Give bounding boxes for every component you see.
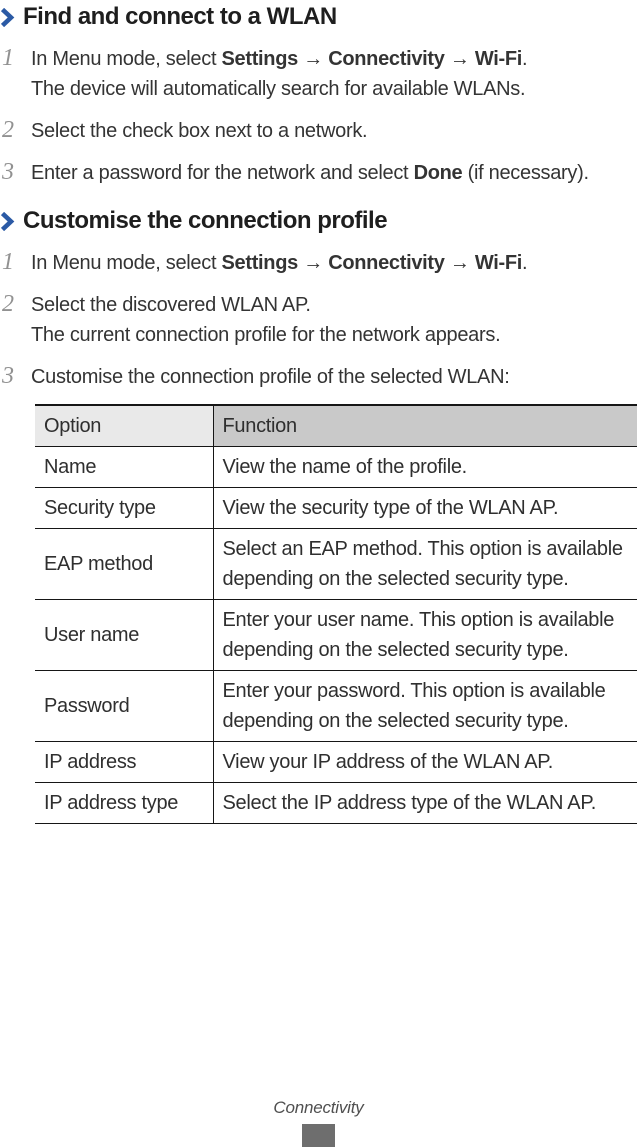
step-number: 2 (2, 291, 14, 317)
table-header-option: Option (35, 404, 214, 447)
table-row: Password Enter your password. This optio… (35, 670, 637, 742)
table-cell-option: Security type (35, 487, 214, 529)
step-item: 2 Select the discovered WLAN AP. The curr… (0, 290, 637, 350)
table-row: EAP method Select an EAP method. This op… (35, 528, 637, 600)
table-row: IP address View your IP address of the W… (35, 741, 637, 783)
step-number: 1 (2, 45, 14, 71)
page-content: Find and connect to a WLAN 1 In Menu mod… (0, 2, 637, 824)
footer-chapter-label: Connectivity (273, 1098, 364, 1117)
page-number-tab (302, 1124, 335, 1147)
options-table: Option Function Name View the name of th… (35, 404, 637, 824)
step-item: 1 In Menu mode, select Settings → Connec… (0, 248, 637, 278)
options-table-body: Name View the name of the profile. Secur… (35, 446, 637, 824)
step-item: 1 In Menu mode, select Settings → Connec… (0, 44, 637, 104)
table-cell-function: Enter your password. This option is avai… (213, 670, 637, 742)
options-table-head: Option Function (35, 404, 637, 447)
table-header-row: Option Function (35, 404, 637, 447)
step-text: Enter a password for the network and sel… (31, 158, 635, 188)
section-heading-label: Find and connect to a WLAN (23, 3, 337, 30)
step-text: In Menu mode, select Settings → Connecti… (31, 44, 635, 104)
step-line: The device will automatically search for… (31, 78, 526, 100)
steps: 1 In Menu mode, select Settings → Connec… (0, 248, 637, 392)
chevron-right-icon (0, 211, 15, 231)
step-item: 2 Select the check box next to a network… (0, 116, 637, 146)
step-line: Enter a password for the network and sel… (31, 162, 589, 184)
step-item: 3 Customise the connection profile of th… (0, 362, 637, 392)
section-heading: Find and connect to a WLAN (0, 2, 637, 32)
step-line: In Menu mode, select Settings → Connecti… (31, 252, 528, 274)
step-number: 3 (2, 363, 14, 389)
table-row: IP address type Select the IP address ty… (35, 782, 637, 824)
table-row: User name Enter your user name. This opt… (35, 599, 637, 671)
steps: 1 In Menu mode, select Settings → Connec… (0, 44, 637, 188)
step-line: Select the check box next to a network. (31, 120, 368, 142)
table-cell-option: Password (35, 670, 214, 742)
step-text: Select the discovered WLAN AP. The curren… (31, 290, 635, 350)
table-cell-option: IP address (35, 741, 214, 783)
table-cell-function: Enter your user name. This option is ava… (213, 599, 637, 671)
step-text: Select the check box next to a network. (31, 116, 635, 146)
table-cell-function: View the security type of the WLAN AP. (213, 487, 637, 529)
table-cell-function: Select the IP address type of the WLAN A… (213, 782, 637, 824)
section: Customise the connection profile 1 In Me… (0, 206, 637, 392)
chevron-right-icon (0, 7, 15, 27)
step-number: 2 (2, 117, 14, 143)
table-header-function: Function (213, 404, 637, 447)
sections: Find and connect to a WLAN 1 In Menu mod… (0, 2, 637, 392)
section: Find and connect to a WLAN 1 In Menu mod… (0, 2, 637, 188)
step-number: 1 (2, 249, 14, 275)
table-row: Security type View the security type of … (35, 487, 637, 529)
table-row: Name View the name of the profile. (35, 446, 637, 488)
table-cell-function: Select an EAP method. This option is ava… (213, 528, 637, 600)
section-heading: Customise the connection profile (0, 206, 637, 236)
table-cell-option: User name (35, 599, 214, 671)
table-cell-option: IP address type (35, 782, 214, 824)
table-cell-option: Name (35, 446, 214, 488)
table-cell-function: View the name of the profile. (213, 446, 637, 488)
step-line: In Menu mode, select Settings → Connecti… (31, 48, 528, 70)
step-number: 3 (2, 159, 14, 185)
step-text: Customise the connection profile of the … (31, 362, 635, 392)
table-cell-option: EAP method (35, 528, 214, 600)
step-text: In Menu mode, select Settings → Connecti… (31, 248, 635, 278)
step-line: The current connection profile for the n… (31, 324, 501, 346)
step-line: Select the discovered WLAN AP. (31, 294, 311, 316)
step-item: 3 Enter a password for the network and s… (0, 158, 637, 188)
section-heading-label: Customise the connection profile (23, 207, 388, 234)
table-cell-function: View your IP address of the WLAN AP. (213, 741, 637, 783)
step-line: Customise the connection profile of the … (31, 366, 510, 388)
